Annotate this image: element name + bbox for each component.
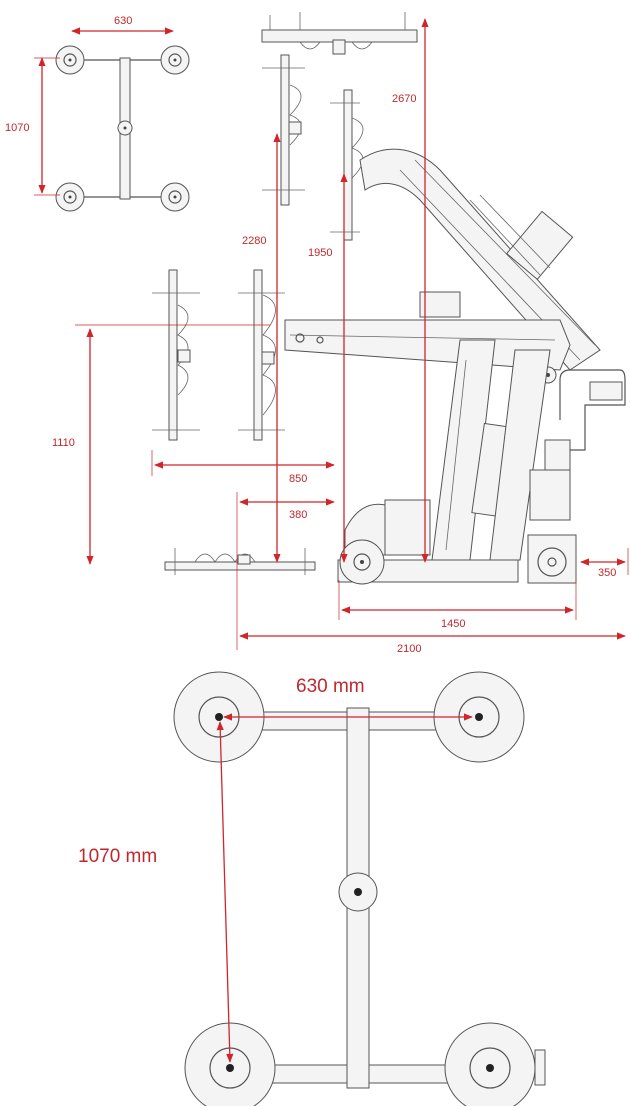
dim-offset-350: 350 bbox=[580, 548, 629, 579]
dim-label-height-max: 2670 bbox=[392, 93, 416, 105]
machine-side-view bbox=[152, 12, 626, 585]
dim-label-top-height: 1070 bbox=[5, 122, 29, 134]
dim-total-length: 2100 bbox=[239, 632, 626, 655]
dim-label-top-width: 630 bbox=[114, 15, 132, 27]
dim-height-max: 2670 bbox=[392, 18, 429, 563]
dim-reach-850: 850 bbox=[151, 450, 335, 485]
dim-wheelbase: 1450 bbox=[338, 580, 577, 630]
dim-height-1950: 1950 bbox=[308, 173, 348, 563]
dim-label-height-1950: 1950 bbox=[308, 247, 332, 259]
dim-label-height-2280: 2280 bbox=[242, 235, 266, 247]
dim-top-width: 630 bbox=[71, 15, 174, 35]
dim-detail-width: 630 mm bbox=[223, 676, 473, 721]
dim-label-reach-850: 850 bbox=[289, 473, 307, 485]
dim-reach-380: 380 bbox=[236, 492, 335, 650]
dim-height-1110: 1110 bbox=[52, 324, 270, 565]
dim-label-reach-380: 380 bbox=[289, 509, 307, 521]
dim-label-detail-width: 630 mm bbox=[296, 676, 365, 697]
dim-top-height: 1070 bbox=[5, 57, 60, 196]
dim-label-total-length: 2100 bbox=[397, 643, 421, 655]
dim-label-wheelbase: 1450 bbox=[441, 618, 465, 630]
dim-detail-height: 1070 mm bbox=[78, 721, 234, 1063]
small-plan-view bbox=[55, 45, 190, 212]
dim-label-offset-350: 350 bbox=[598, 567, 616, 579]
dim-label-height-1110: 1110 bbox=[52, 437, 75, 449]
dim-label-detail-height: 1070 mm bbox=[78, 846, 157, 867]
dim-height-2280: 2280 bbox=[242, 133, 281, 563]
